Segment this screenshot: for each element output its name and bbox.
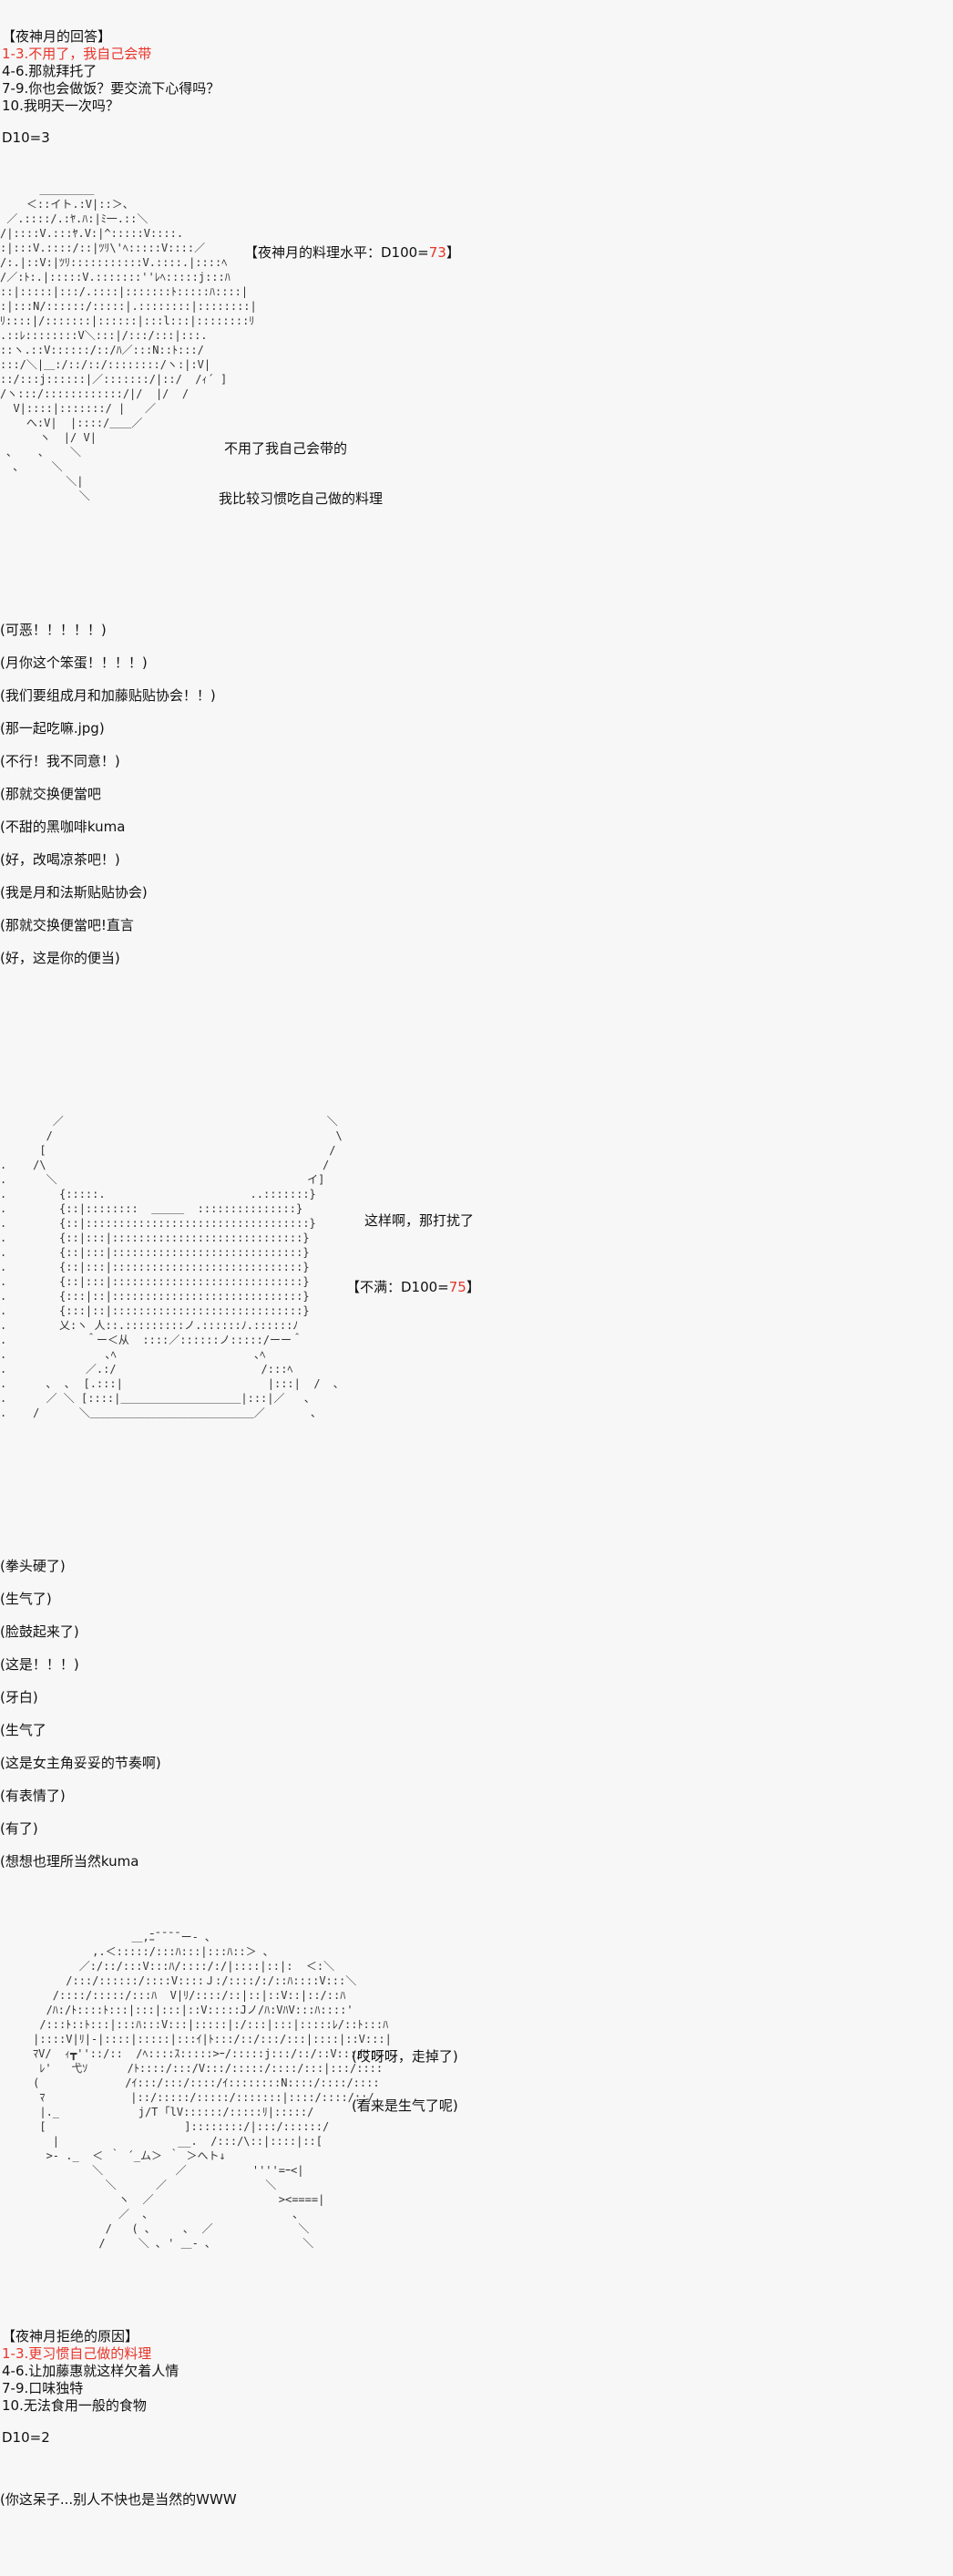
cooking-skill-label: 【夜神月的料理水平：D100=: [244, 244, 429, 261]
reason-option-3: 7-9.口味独特: [2, 2380, 84, 2396]
comment-item: (好，这是你的便当): [0, 950, 120, 966]
discontent-suffix: 】: [466, 1279, 480, 1295]
discontent-value: 75: [448, 1279, 466, 1295]
cooking-skill-suffix: 】: [446, 244, 460, 261]
discontent-stat: 【不满：D100=75】: [346, 1279, 480, 1296]
megumi-dialogue: 这样啊，那打扰了: [364, 1212, 475, 1229]
comment-item: (想想也理所当然kuma: [0, 1853, 139, 1870]
comment-item: (牙白): [0, 1689, 38, 1705]
reason-option-2: 4-6.让加藤惠就这样欠着人情: [2, 2363, 179, 2379]
comment-item: (我们要组成月和加藤贴贴协会！！): [0, 687, 216, 704]
comment-item: (有了): [0, 1820, 38, 1837]
comment-item: (拳头硬了): [0, 1558, 66, 1574]
reason-option-4: 10.无法食用一般的食物: [2, 2397, 147, 2414]
answer-section: 【夜神月的回答】 1-3.不用了，我自己会带 4-6.那就拜托了 7-9.你也会…: [2, 28, 220, 147]
dice-roll-result: D10=3: [2, 129, 50, 146]
narration-line-1: (哎呀呀，走掉了): [352, 2048, 458, 2065]
comment-item: (这是女主角妥妥的节奏啊): [0, 1755, 161, 1771]
light-dialogue-1: 不用了我自己会带的: [224, 440, 348, 457]
light-dialogue-2: 我比较习惯吃自己做的料理: [219, 490, 384, 507]
comment-item: (那一起吃嘛.jpg): [0, 720, 105, 737]
narration-line-2: (看来是生气了呢): [352, 2097, 458, 2114]
comment-item: (生气了: [0, 1722, 46, 1738]
ascii-art-light-portrait: ＿＿＿＿＿ ＜::イト.:V|::＞、 ／.::::/.:ﾔ.ﾊ:|ﾐ一.::＼…: [0, 183, 257, 502]
final-comment: (你这呆子...别人不快也是当然的WWW: [0, 2491, 237, 2508]
discontent-label: 【不满：D100=: [346, 1279, 449, 1295]
cooking-skill-value: 73: [428, 244, 446, 261]
reason-section: 【夜神月拒绝的原因】 1-3.更习惯自己做的料理 4-6.让加藤惠就这样欠着人情…: [2, 2328, 179, 2447]
ascii-art-character-portrait: ＿,ﾆ¯¯¯¯ー- ､ ,.＜:::::/:::ﾊ:::|:::ﾊ::＞ ､ ／…: [33, 1931, 392, 2250]
cooking-skill-stat: 【夜神月的料理水平：D100=73】: [244, 244, 460, 262]
answer-option-1: 1-3.不用了，我自己会带: [2, 46, 152, 62]
dice-roll-result: D10=2: [2, 2429, 50, 2446]
comment-item: (我是月和法斯贴贴协会): [0, 884, 148, 901]
answer-option-3: 7-9.你也会做饭？要交流下心得吗？: [2, 80, 220, 97]
comment-item: (不甜的黑咖啡kuma: [0, 819, 126, 835]
comment-item: (月你这个笨蛋！！！！): [0, 654, 148, 671]
comment-item: (好，改喝凉茶吧！): [0, 851, 120, 868]
answer-option-2: 4-6.那就拜托了: [2, 63, 97, 79]
answer-option-4: 10.我明天一次吗？: [2, 98, 119, 114]
comment-item: (不行！我不同意！): [0, 753, 120, 769]
comment-item: (这是！！！): [0, 1656, 79, 1673]
ascii-art-megumi-portrait: ／ ＼ / \ [ / . /\ / .: [0, 1115, 343, 1419]
answer-header: 【夜神月的回答】: [2, 28, 112, 45]
comment-item: (可恶！！！！！): [0, 622, 107, 638]
reason-option-1: 1-3.更习惯自己做的料理: [2, 2345, 152, 2362]
reason-header: 【夜神月拒绝的原因】: [2, 2328, 139, 2344]
comment-item: (有表情了): [0, 1788, 66, 1804]
comment-item: (那就交换便當吧!直言: [0, 917, 134, 933]
comment-item: (生气了): [0, 1591, 52, 1607]
comment-item: (脸鼓起来了): [0, 1623, 79, 1640]
comment-item: (那就交换便當吧: [0, 786, 101, 802]
